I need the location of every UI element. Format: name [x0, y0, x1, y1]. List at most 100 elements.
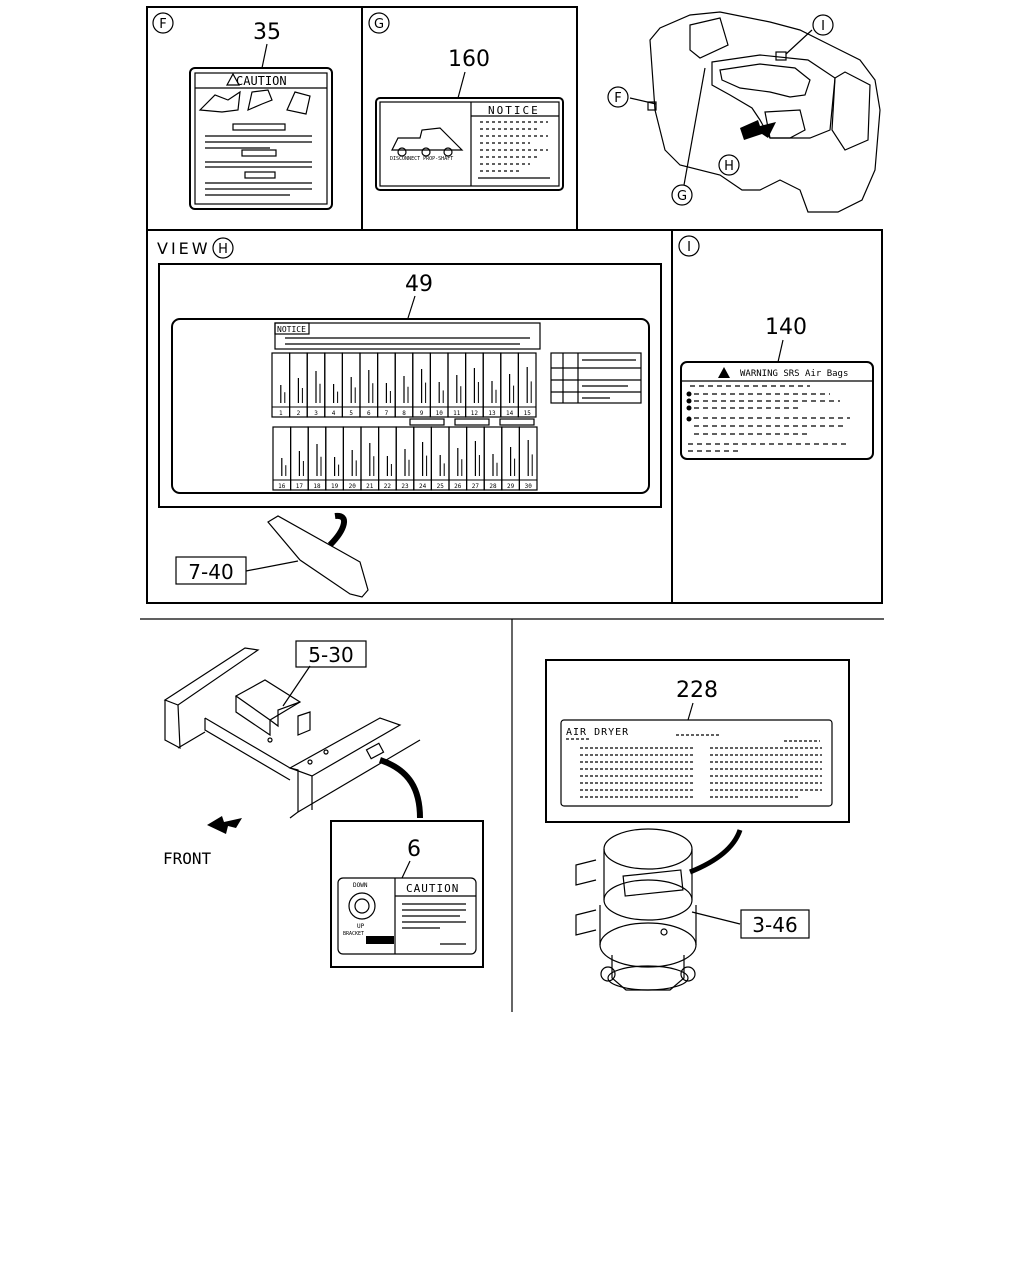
label-6-box: 6 CAUTION DOWN UP BRACKET: [330, 820, 484, 968]
fuse-number: 4: [332, 410, 336, 417]
fuse-slot-18: 18: [307, 426, 327, 491]
caution-6-heading: CAUTION: [406, 882, 459, 895]
front-direction-label: FRONT: [163, 849, 212, 868]
fuse-slot-9: 9: [412, 352, 431, 418]
fuse-slot-19: 19: [325, 426, 344, 491]
fuse-number: 29: [507, 483, 515, 490]
fuse-number: 24: [419, 483, 427, 490]
panel-i-letter: I: [687, 240, 691, 255]
part-number-6: 6: [407, 837, 421, 862]
fuse-number: 15: [524, 410, 532, 417]
notice-49-heading: NOTICE: [277, 325, 306, 334]
fuse-number: 12: [471, 410, 479, 417]
panel-g: G 160 NOTICE DISCONNECT PROP-SHAFT: [368, 12, 564, 191]
lever-dial-icon: [348, 892, 376, 920]
fuse-number: 26: [454, 483, 462, 490]
fuse-number: 18: [313, 483, 321, 490]
callout-h: H: [724, 159, 734, 174]
fuse-number: 14: [506, 410, 514, 417]
warning-triangle-icon: [718, 367, 730, 378]
caution-35-heading: CAUTION: [236, 74, 287, 88]
fuse-slot-7: 7: [377, 352, 396, 418]
fuse-number: 30: [525, 483, 533, 490]
callout-g: G: [677, 189, 687, 204]
panel-f-letter: F: [159, 17, 166, 32]
panel-g-letter: G: [374, 17, 384, 32]
fuse-number: 7: [385, 410, 389, 417]
fuse-number: 2: [297, 410, 301, 417]
crane-pictogram-icon: [198, 90, 241, 113]
fuse-slot-23: 23: [395, 426, 415, 491]
fuse-slot-11: 11: [447, 352, 467, 418]
fuse-cover: [267, 515, 369, 598]
fuse-number: 6: [367, 410, 371, 417]
frame-rail-assembly: 5-30 FRONT: [163, 640, 423, 868]
disconnect-caption: DISCONNECT PROP-SHAFT: [390, 156, 453, 162]
fuse-slot-1: 1: [271, 352, 291, 418]
fuse-number: 8: [402, 410, 406, 417]
fuse-slot-20: 20: [342, 426, 362, 491]
fuse-slot-24: 24: [413, 426, 432, 491]
fuse-slot-15: 15: [517, 352, 537, 418]
fuse-slot-13: 13: [482, 352, 502, 418]
cab-overview: I F H G: [607, 11, 881, 213]
fuse-slot-3: 3: [306, 352, 326, 418]
fuse-number: 5: [349, 410, 353, 417]
part-number-228: 228: [676, 678, 718, 703]
fuse-slot-29: 29: [501, 426, 520, 491]
fuse-number: 20: [349, 483, 357, 490]
view-arrow-icon: [740, 120, 776, 140]
fuse-slot-27: 27: [466, 426, 485, 491]
fuse-number: 13: [488, 410, 496, 417]
panel-f: F 35 CAUTION: [152, 12, 333, 210]
fuse-number: 1: [279, 410, 283, 417]
fuse-number: 23: [401, 483, 409, 490]
fuse-slot-10: 10: [429, 352, 449, 418]
fuse-number: 28: [489, 483, 497, 490]
fuse-slot-17: 17: [290, 426, 309, 491]
fuse-number: 25: [437, 483, 445, 490]
fuse-slot-12: 12: [465, 352, 484, 418]
fuse-number: 21: [366, 483, 374, 490]
bracket-text: BRACKET: [343, 931, 364, 937]
air-dryer-panel: 228 AIR DRYER: [545, 659, 850, 991]
hand-pictogram-icon: [286, 91, 311, 115]
part-number-160: 160: [448, 47, 490, 72]
fuse-slot-4: 4: [324, 352, 343, 418]
door-pictogram-icon: [247, 89, 273, 112]
fuse-slot-5: 5: [341, 352, 361, 418]
top-frame: [146, 6, 883, 604]
fuse-number: 10: [436, 410, 444, 417]
fuse-number: 9: [420, 410, 424, 417]
callout-i: I: [821, 19, 825, 34]
view-h-letter: H: [218, 242, 228, 257]
part-number-140: 140: [765, 315, 807, 340]
panel-i: I 140 WARNING SRS Air Bags: [678, 235, 874, 460]
fuse-number: 22: [384, 483, 392, 490]
fuse-number: 16: [278, 483, 286, 490]
fuse-number: 17: [296, 483, 304, 490]
ref-5-30: 5-30: [308, 643, 353, 667]
fuse-slot-25: 25: [430, 426, 450, 491]
fuse-slot-28: 28: [483, 426, 503, 491]
ref-7-40: 7-40: [188, 560, 233, 584]
callout-f: F: [614, 91, 621, 106]
air-dryer-heading: AIR DRYER: [566, 727, 629, 738]
fuse-slot-22: 22: [378, 426, 397, 491]
fuse-slot-2: 2: [289, 352, 308, 418]
notice-160-heading: NOTICE: [488, 104, 540, 117]
fuse-slot-16: 16: [272, 426, 292, 491]
fuse-slot-26: 26: [448, 426, 468, 491]
front-arrow-icon: [207, 816, 242, 834]
part-number-35: 35: [253, 20, 281, 45]
fuse-number: 11: [453, 410, 461, 417]
srs-warning-heading: WARNING SRS Air Bags: [740, 369, 848, 379]
truck-pictogram-icon: [391, 127, 464, 151]
up-text: UP: [357, 923, 365, 930]
fuse-slot-30: 30: [518, 426, 538, 491]
fuse-number: 3: [314, 410, 318, 417]
part-number-49: 49: [405, 272, 433, 297]
fuse-slot-8: 8: [394, 352, 414, 418]
